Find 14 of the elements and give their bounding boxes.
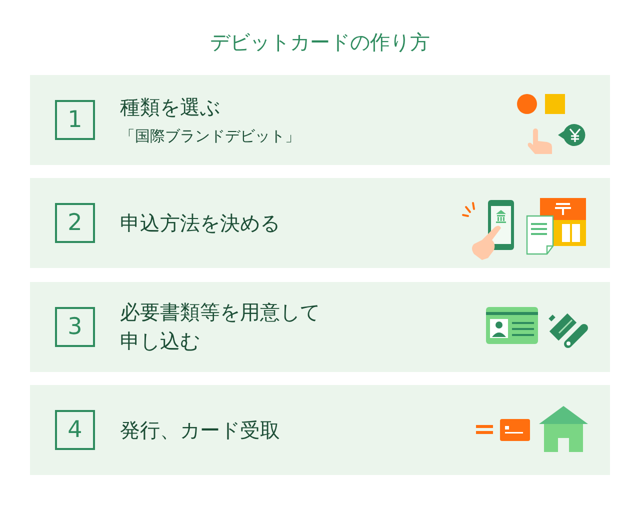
step-title: 発行、カード受取 (120, 416, 281, 444)
step-title: 申込方法を決める (120, 210, 281, 236)
step-title: 必要書類等を用意して申し込む (120, 299, 321, 355)
step-band (30, 282, 610, 372)
step-band (30, 385, 610, 475)
step-band (30, 178, 610, 268)
diagram-title: デビットカードの作り方 (209, 29, 431, 56)
step-number: 2 (55, 203, 95, 243)
step-title: 種類を選ぶ (120, 94, 221, 121)
step-number: 3 (55, 307, 95, 347)
step-number: 1 (55, 100, 95, 140)
step-band (30, 75, 610, 165)
step-description: 「国際ブランドデビット」 (120, 126, 300, 147)
step-number: 4 (55, 410, 95, 450)
